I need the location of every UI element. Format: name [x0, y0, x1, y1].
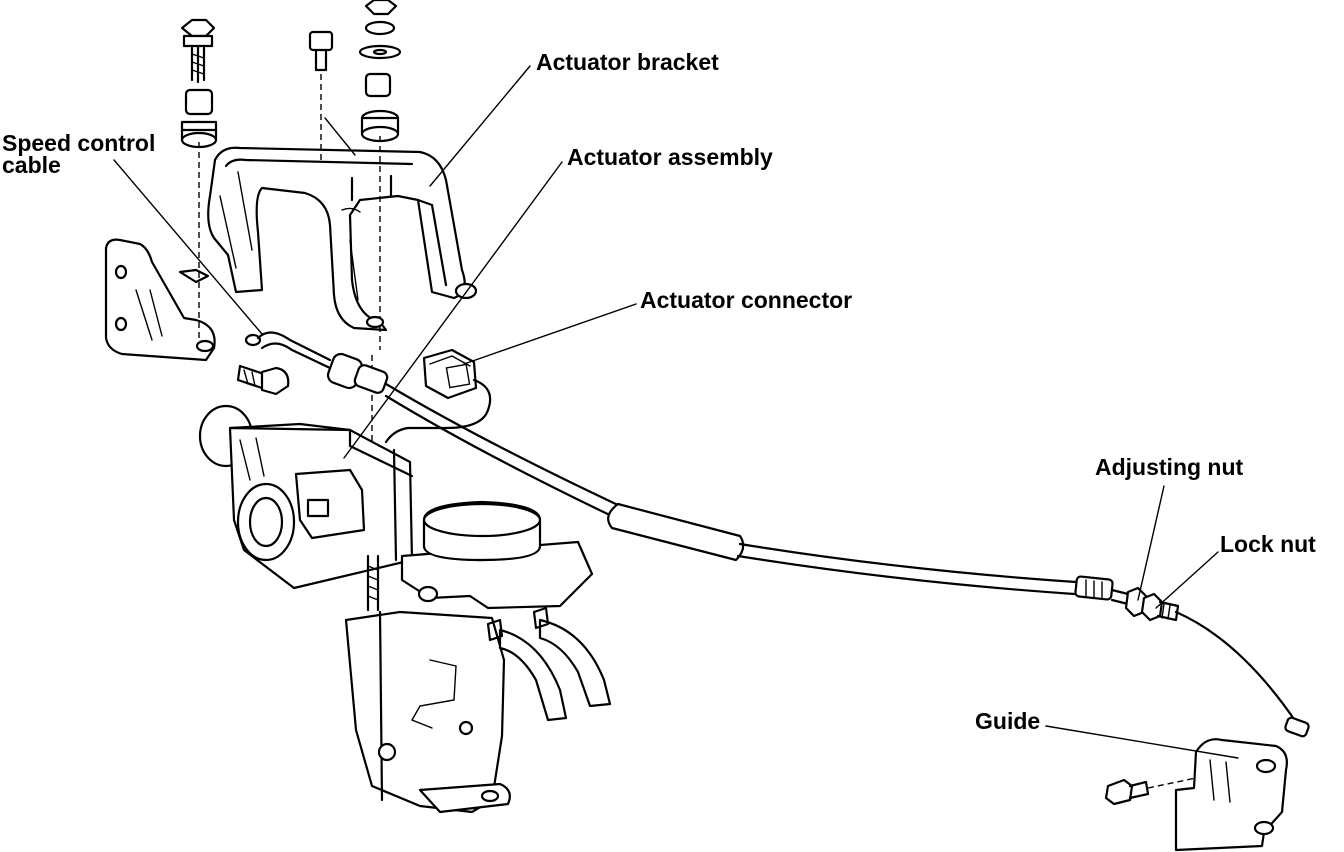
label-actuator-connector: Actuator connector: [640, 287, 853, 313]
speed-control-cable: [256, 331, 1130, 606]
throttle-body: [344, 500, 612, 814]
leader-actuator-connector: [463, 303, 637, 365]
actuator-bracket: [207, 146, 478, 332]
assembly-line-diagonal: [324, 117, 356, 156]
guide-bolt: [1104, 777, 1197, 806]
label-adjusting-nut: Adjusting nut: [1095, 454, 1244, 480]
label-speed-control-cable-line2: cable: [2, 152, 61, 178]
bracket-bolt-middle: [308, 30, 334, 72]
leader-adjusting-nut: [1137, 485, 1165, 601]
label-speed-control-cable-line1: Speed control: [2, 130, 156, 156]
lock-nut: [1140, 592, 1180, 622]
nut-washer-stack: [358, 0, 402, 143]
label-guide: Guide: [975, 708, 1041, 734]
leader-actuator-bracket: [429, 65, 531, 187]
leader-lock-nut: [1155, 551, 1219, 609]
leader-guide: [1045, 725, 1239, 759]
actuator-connector: [384, 348, 492, 444]
bracket-bolt-left: [180, 18, 216, 84]
inner-cable: [1174, 610, 1310, 738]
actuator-assembly: [198, 404, 414, 612]
mounting-plate: [104, 238, 216, 362]
label-actuator-bracket: Actuator bracket: [536, 49, 719, 75]
plate-bolt: [236, 333, 290, 396]
label-actuator-assembly: Actuator assembly: [567, 144, 773, 170]
leader-actuator-assembly: [343, 161, 563, 459]
guide-part: [1174, 738, 1288, 852]
bushing-left: [180, 88, 218, 149]
leader-speed-control-cable: [113, 159, 263, 335]
label-lock-nut: Lock nut: [1220, 531, 1316, 557]
